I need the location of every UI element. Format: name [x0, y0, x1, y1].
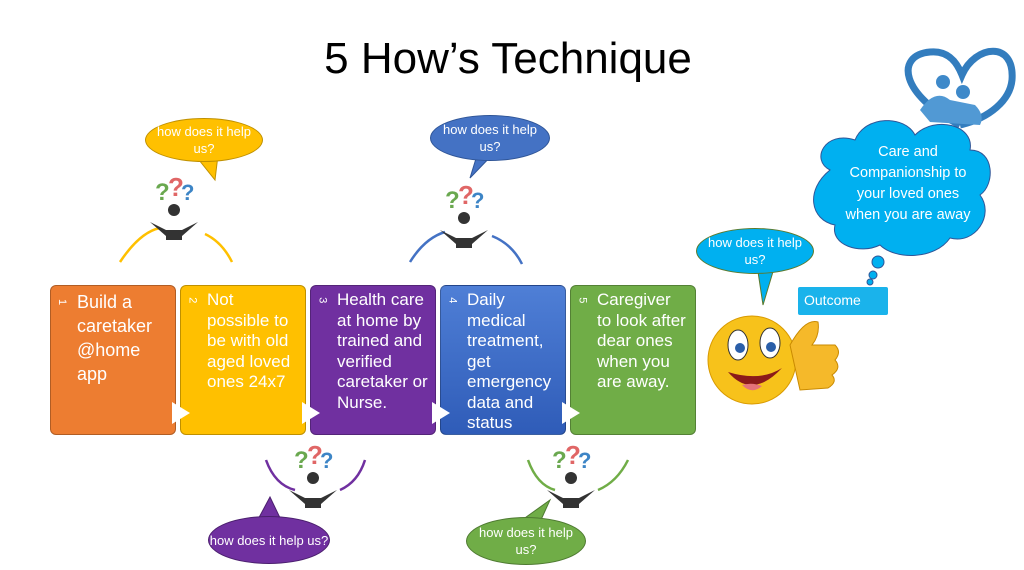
thumbs-up-smiley-icon: [707, 315, 839, 405]
svg-text:?: ?: [458, 180, 474, 210]
chevron-arrow-icon: [432, 402, 450, 424]
question-bubble: how does it help us?: [430, 115, 550, 161]
svg-text:?: ?: [320, 448, 333, 473]
step-text: Daily medical treatment, get emergency d…: [467, 290, 552, 432]
step-text: Not possible to be with old aged loved o…: [207, 290, 291, 391]
svg-text:?: ?: [565, 440, 581, 470]
question-bubble: how does it help us?: [145, 118, 263, 162]
question-bubble: how does it help us?: [696, 228, 814, 274]
step-text: Caregiver to look after dear ones when y…: [597, 290, 686, 391]
svg-text:?: ?: [294, 447, 309, 474]
svg-text:?: ?: [155, 179, 170, 206]
step-text: Build a caretaker @home app: [77, 292, 153, 384]
care-logo: [904, 47, 1016, 129]
outcome-label: Outcome: [798, 287, 888, 315]
chevron-arrow-icon: [172, 402, 190, 424]
person-question-icon: ???: [440, 180, 488, 248]
svg-text:?: ?: [578, 448, 591, 473]
thought-cloud: [813, 120, 991, 286]
svg-text:?: ?: [181, 180, 194, 205]
chevron-arrow-icon: [302, 402, 320, 424]
svg-text:?: ?: [445, 187, 460, 214]
person-question-icon: ???: [547, 440, 595, 508]
chevron-arrow-icon: [562, 402, 580, 424]
svg-text:?: ?: [552, 447, 567, 474]
step-text: Health care at home by trained and verif…: [337, 290, 428, 412]
question-bubble: how does it help us?: [466, 517, 586, 565]
svg-text:?: ?: [307, 440, 323, 470]
outcome-text: Care and Companionship to your loved one…: [845, 144, 971, 223]
question-bubble: how does it help us?: [208, 516, 330, 564]
svg-text:?: ?: [168, 172, 184, 202]
person-question-icon: ???: [150, 172, 198, 240]
person-question-icon: ???: [289, 440, 337, 508]
slide-title: 5 How’s Technique: [324, 34, 692, 83]
svg-text:?: ?: [471, 188, 484, 213]
